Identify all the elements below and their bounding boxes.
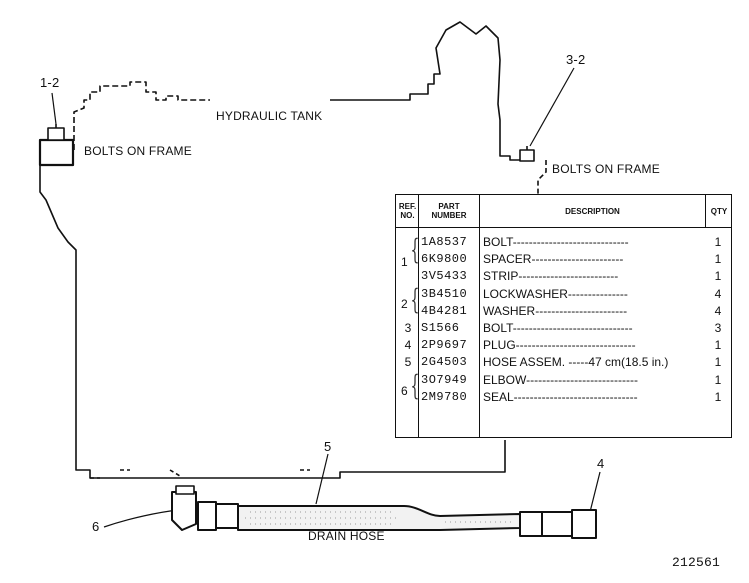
header-description: DESCRIPTION: [565, 207, 620, 216]
leader-1-2: [51, 92, 57, 125]
table-row: 1A8537 BOLT----------------------------- 1: [396, 233, 731, 250]
callout-1-2: 1-2: [40, 75, 60, 90]
description-cell: SPACER-----------------------: [483, 252, 624, 267]
part-number-cell: S1566: [421, 321, 460, 335]
part-number-cell: 2P9697: [421, 338, 468, 353]
table-row: 6K9800 SPACER----------------------- 1: [396, 250, 731, 267]
qty-cell: 1: [714, 235, 722, 249]
group-ref-6: 6: [401, 384, 408, 398]
part-number-cell: 4B4281: [421, 303, 468, 318]
bolts-on-frame-right-label: BOLTS ON FRAME: [552, 162, 660, 176]
tank-top-right: [330, 21, 520, 161]
callout-4: 4: [597, 456, 605, 471]
right-bolt-head: [519, 149, 535, 162]
table-row: 4B4281 WASHER----------------------- 4: [396, 302, 731, 319]
hose-fitting-right-1: [519, 511, 543, 537]
description-cell: ELBOW----------------------------: [483, 372, 639, 387]
table-divider-qty: [705, 195, 706, 227]
table-row: 3O7949 ELBOW---------------------------- 1: [396, 371, 731, 388]
hose-fitting-right-2: [541, 511, 573, 537]
description-cell: BOLT------------------------------: [483, 321, 633, 335]
hydraulic-tank-label: HYDRAULIC TANK: [216, 109, 323, 123]
figure-number: 212561: [672, 555, 721, 570]
table-row: 3 S1566 BOLT------------------------------…: [396, 319, 731, 336]
header-ref-line1: REF.: [398, 202, 417, 211]
hose-fitting-right-3: [571, 509, 597, 539]
description-cell: SEAL-------------------------------: [483, 389, 638, 404]
part-number-cell: 3V5433: [421, 269, 468, 284]
elbow-fitting: [171, 491, 197, 531]
left-bolt-block: [38, 138, 75, 167]
header-ref-no: REF. NO.: [397, 202, 418, 220]
qty-cell: 4: [714, 286, 722, 301]
tank-outline: [39, 165, 506, 479]
table-divider-ref: [418, 195, 419, 437]
ref-cell: 5: [404, 355, 412, 370]
qty-cell: 3: [714, 321, 722, 335]
table-row: 3V5433 STRIP------------------------- 1: [396, 267, 731, 284]
part-number-cell: 6K9800: [421, 252, 468, 267]
tank-top-edge: [73, 81, 210, 150]
header-part-line2: NUMBER: [431, 211, 467, 220]
leader-3-2: [529, 67, 575, 147]
table-divider-part: [479, 195, 480, 437]
ref-cell: 4: [404, 338, 412, 353]
left-bolt-head: [47, 127, 65, 141]
group-brace-2: {: [410, 283, 420, 316]
table-header: REF. NO. PART NUMBER DESCRIPTION QTY: [396, 195, 731, 228]
description-cell: PLUG------------------------------: [483, 338, 636, 353]
table-row: 4 2P9697 PLUG-----------------------------…: [396, 336, 731, 353]
part-number-cell: 3O7949: [421, 372, 468, 387]
group-brace-6: {: [410, 369, 420, 402]
description-cell: HOSE ASSEM. -----47 cm(18.5 in.): [483, 355, 669, 370]
drain-hose-label: DRAIN HOSE: [308, 529, 385, 543]
table-row: 3B4510 LOCKWASHER--------------- 4: [396, 285, 731, 302]
plug-top: [175, 485, 195, 495]
header-part-number: PART NUMBER: [419, 202, 479, 220]
callout-3-2: 3-2: [566, 52, 586, 67]
header-qty: QTY: [710, 207, 728, 216]
part-number-cell: 2M9780: [421, 389, 468, 404]
ref-cell: 3: [404, 321, 412, 335]
parts-table: REF. NO. PART NUMBER DESCRIPTION QTY 1A8…: [395, 194, 732, 438]
part-number-cell: 2G4503: [421, 355, 468, 370]
qty-cell: 1: [714, 269, 722, 284]
description-cell: BOLT-----------------------------: [483, 235, 629, 249]
header-ref-line2: NO.: [400, 211, 415, 220]
description-cell: LOCKWASHER---------------: [483, 286, 628, 301]
table-row: 2M9780 SEAL------------------------------…: [396, 388, 731, 405]
group-brace-1: {: [410, 233, 420, 266]
qty-cell: 1: [714, 372, 722, 387]
group-ref-1: 1: [401, 255, 408, 269]
callout-5: 5: [324, 439, 332, 454]
qty-cell: 1: [714, 252, 722, 267]
hose-fitting-left-2: [215, 503, 239, 529]
leader-5: [315, 453, 329, 505]
group-ref-2: 2: [401, 297, 408, 311]
qty-cell: 1: [714, 389, 722, 404]
qty-cell: 1: [714, 338, 722, 353]
qty-cell: 1: [714, 355, 722, 370]
description-cell: WASHER-----------------------: [483, 303, 628, 318]
bolts-on-frame-left-label: BOLTS ON FRAME: [84, 144, 192, 158]
part-number-cell: 3B4510: [421, 286, 468, 301]
description-cell: STRIP-------------------------: [483, 269, 619, 284]
part-number-cell: 1A8537: [421, 235, 468, 249]
table-row: 5 2G4503 HOSE ASSEM. -----47 cm(18.5 in.) 1: [396, 353, 731, 370]
tank-right-side: [537, 160, 547, 194]
leader-6: [103, 509, 179, 528]
leader-4: [589, 471, 601, 513]
header-part-line1: PART: [438, 202, 460, 211]
callout-6: 6: [92, 519, 100, 534]
tank-bottom-detail: [90, 469, 310, 479]
hose-fitting-left-1: [197, 501, 217, 531]
qty-cell: 4: [714, 303, 722, 318]
